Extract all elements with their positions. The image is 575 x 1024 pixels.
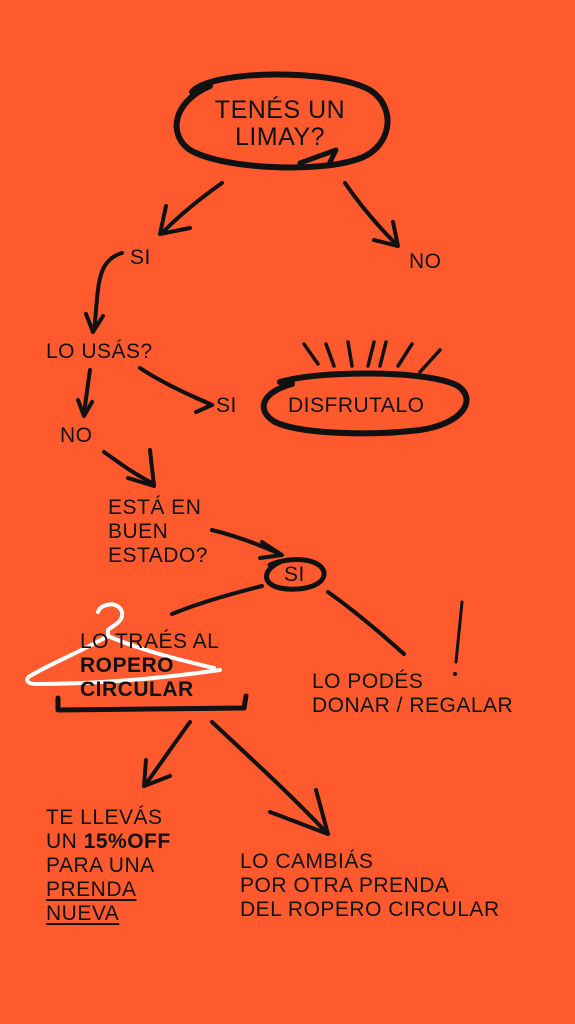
cambias-line-3: DEL ROPERO CIRCULAR	[240, 898, 500, 921]
disfrutalo-label: DISFRUTALO	[288, 394, 425, 417]
donar-line-2: DONAR / REGALAR	[312, 694, 514, 717]
estado-line-3: ESTADO?	[108, 544, 208, 567]
line-si-to-traes	[170, 584, 264, 616]
arrow-estado-to-si	[210, 528, 282, 556]
arrow-traes-to-descuento	[144, 720, 192, 786]
estado-node: ESTÁ EN BUEN ESTADO?	[108, 496, 208, 568]
cambias-line-1: LO CAMBIÁS	[240, 850, 374, 873]
traes-line-3: CIRCULAR	[80, 678, 194, 701]
arrow-si-to-lo-usas	[92, 251, 124, 332]
exclamation-mark-icon	[454, 600, 464, 664]
estado-line-2: BUEN	[108, 520, 169, 543]
traes-line-1: LO TRAÉS AL	[80, 630, 220, 653]
estado-line-1: ESTÁ EN	[108, 496, 202, 519]
question-line-2: LIMAY?	[234, 123, 326, 151]
question-ellipse	[173, 71, 391, 171]
descuento-node: TE LLEVÁS UN 15%OFF PARA UNA PRENDA NUEV…	[46, 806, 171, 926]
sparkle-rays-icon	[302, 340, 442, 374]
usas-si-label: SI	[216, 394, 237, 417]
top-si-label: SI	[130, 246, 151, 269]
line-si-to-donar	[326, 590, 406, 656]
estado-si-label: SI	[284, 563, 305, 586]
donar-line-1: LO PODÉS	[312, 670, 424, 693]
traes-line-2: ROPERO	[80, 654, 175, 677]
arrow-to-top-no	[343, 181, 398, 246]
usas-no-label: NO	[60, 424, 93, 447]
disfrutalo-ellipse	[260, 370, 470, 437]
hanger-icon	[25, 602, 222, 686]
question-line-1: TENÉS UN	[214, 96, 346, 124]
arrow-no-to-estado	[102, 450, 156, 486]
top-no-label: NO	[409, 250, 442, 273]
descuento-line-4: PRENDA	[46, 878, 137, 901]
descuento-line-2-prefix: UN	[46, 830, 84, 853]
descuento-line-3: PARA UNA	[46, 854, 155, 877]
cambias-node: LO CAMBIÁS POR OTRA PRENDA DEL ROPERO CI…	[240, 850, 500, 922]
cambias-line-2: POR OTRA PRENDA	[240, 874, 450, 897]
arrow-to-top-si	[161, 181, 224, 234]
discount-value: 15%OFF	[83, 830, 171, 853]
arrow-usas-to-no	[82, 368, 92, 416]
arrow-traes-to-cambias	[210, 720, 328, 834]
descuento-line-5: NUEVA	[46, 902, 120, 925]
question-node: TENÉS UN LIMAY?	[180, 97, 380, 151]
estado-si-ellipse	[264, 557, 327, 592]
donar-node: LO PODÉS DONAR / REGALAR	[312, 670, 513, 718]
traes-node: LO TRAÉS AL ROPERO CIRCULAR	[80, 630, 219, 702]
descuento-line-1: TE LLEVÁS	[46, 806, 163, 829]
lo-usas-label: LO USÁS?	[46, 340, 153, 363]
descuento-line-2: UN 15%OFF	[46, 830, 171, 854]
traes-underline	[55, 693, 249, 713]
